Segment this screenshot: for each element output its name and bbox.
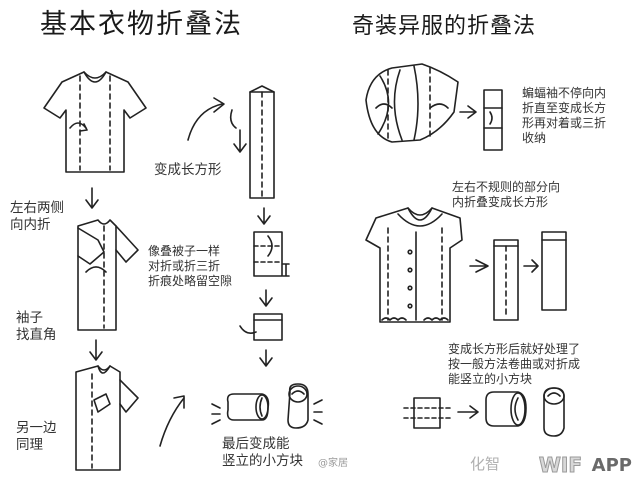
sparkle-marks	[211, 399, 323, 425]
label-irregular-line-1: 左右不规则的部分向	[452, 180, 561, 194]
label-sleeves-line-1: 袖子	[16, 310, 43, 326]
label-fold-like-quilt: 像叠被子一样 对折或折三折 折痕处略留空隙	[148, 244, 232, 289]
special-block-folded-illustration	[403, 397, 453, 429]
down-arrow-mid-3	[259, 349, 273, 367]
label-batwing-line-2: 折直至变成长方	[522, 101, 607, 115]
down-arrow-1	[85, 187, 99, 209]
down-arrow-mid-1	[257, 207, 271, 225]
final-block-lying-illustration	[226, 393, 270, 421]
label-irregular: 左右不规则的部分向 内折叠变成长方形	[452, 180, 560, 210]
label-final-standing: 最后变成能 竖立的小方块	[222, 436, 303, 470]
label-other-side-line-1: 另一边	[16, 420, 57, 436]
watermark-brand-b: APP	[591, 455, 632, 476]
title-special-folding: 奇装异服的折叠法	[352, 14, 537, 39]
right-arrow-block	[457, 405, 479, 419]
label-quilt-line-3: 折痕处略留空隙	[148, 274, 233, 288]
watermark-small: @家居	[318, 458, 348, 469]
label-quilt-line-1: 像叠被子一样	[148, 244, 221, 258]
down-arrow-2	[89, 339, 103, 361]
right-arrow-irregular	[469, 259, 489, 273]
shirt-sides-folded-illustration	[77, 219, 139, 331]
folded-rectangle-illustration	[253, 231, 290, 277]
label-after-line-2: 按一般方法卷曲或对折成	[448, 357, 581, 371]
label-final-line-2: 竖立的小方块	[222, 452, 303, 469]
label-after-line-3: 能竖立的小方块	[448, 372, 533, 386]
label-quilt-line-2: 对折或折三折	[148, 259, 221, 273]
final-block-standing-illustration	[287, 383, 309, 429]
long-rectangle-illustration	[229, 85, 275, 199]
batwing-garment-illustration	[365, 63, 459, 143]
label-batwing-line-4: 收纳	[522, 131, 547, 145]
label-other-side-same: 另一边 同理	[16, 420, 57, 454]
label-fold-sides-line-1: 左右两侧	[10, 200, 64, 216]
curved-arrow-top	[187, 97, 225, 141]
irregular-rectangle-illustration	[541, 231, 567, 311]
label-after-rectangle: 变成长方形后就好处理了 按一般方法卷曲或对折成 能竖立的小方块	[448, 342, 580, 387]
watermark-cn: 化智	[469, 455, 500, 473]
label-sleeves-right-angle: 袖子 找直角	[16, 310, 57, 344]
label-batwing: 蝙蝠袖不停向内 折直至变成长方 形再对着或三折 收纳	[522, 86, 606, 146]
label-sleeves-line-2: 找直角	[16, 326, 57, 343]
label-final-line-1: 最后变成能	[222, 436, 290, 452]
label-fold-sides-in: 左右两侧 向内折	[10, 200, 64, 234]
irregular-folded-illustration	[493, 239, 519, 321]
irregular-garment-illustration	[365, 207, 463, 323]
folded-thirds-illustration	[239, 313, 283, 341]
label-after-line-1: 变成长方形后就好处理了	[448, 342, 581, 356]
batwing-folded-illustration	[483, 89, 503, 151]
curved-arrow-up	[159, 395, 185, 447]
tshirt-flat-illustration	[43, 71, 147, 173]
special-roll-illustration	[485, 391, 527, 427]
label-make-rectangle: 变成长方形	[154, 162, 222, 178]
title-basic-folding: 基本衣物折叠法	[40, 9, 243, 40]
down-arrow-mid-2	[259, 289, 273, 307]
label-fold-sides-line-2: 向内折	[10, 216, 51, 233]
right-arrow-batwing	[459, 105, 477, 119]
right-arrow-irregular-2	[523, 259, 539, 273]
shirt-sleeves-folded-illustration	[75, 365, 139, 471]
label-batwing-line-3: 形再对着或三折	[522, 116, 607, 130]
label-batwing-line-1: 蝙蝠袖不停向内	[522, 86, 607, 100]
label-other-side-line-2: 同理	[16, 436, 43, 453]
special-standing-block-illustration	[543, 387, 565, 437]
label-irregular-line-2: 内折叠变成长方形	[452, 195, 549, 209]
watermark-brand-a: WIF	[538, 453, 582, 478]
